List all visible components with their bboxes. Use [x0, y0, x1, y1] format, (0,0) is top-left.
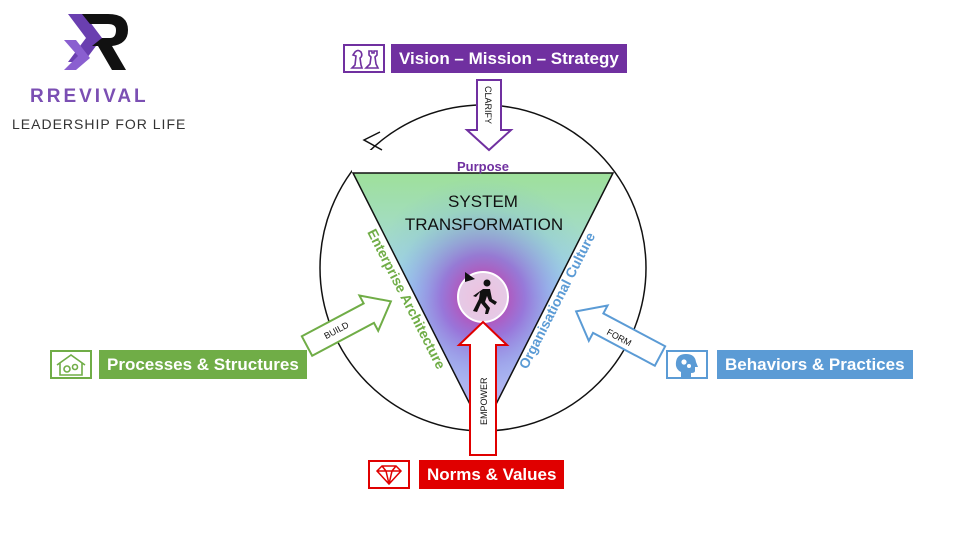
logo-tagline: LEADERSHIP FOR LIFE [12, 116, 187, 132]
build-arrow [300, 294, 393, 358]
left-icon-box [50, 350, 92, 379]
head-gears-icon [675, 353, 698, 377]
house-gears-icon [56, 353, 86, 376]
empower-label: EMPOWER [479, 377, 489, 425]
empower-arrow [456, 320, 510, 456]
logo-mark [64, 14, 128, 70]
norms-values-box: Norms & Values [419, 460, 565, 489]
vision-mission-strategy-box: Vision – Mission – Strategy [391, 44, 627, 73]
walking-person-icon [473, 279, 497, 314]
form-arrow [574, 304, 667, 368]
norms-values-label: Norms & Values [427, 464, 557, 484]
diamond-icon [375, 464, 403, 485]
bottom-icon-box [368, 460, 410, 489]
processes-structures-label: Processes & Structures [107, 354, 299, 374]
clarify-label: CLARIFY [483, 86, 493, 124]
purpose-label: Purpose [457, 159, 509, 174]
behaviors-practices-box: Behaviors & Practices [717, 350, 913, 379]
top-icon-box [343, 44, 385, 73]
vision-mission-strategy-label: Vision – Mission – Strategy [399, 48, 619, 68]
center-title-line2: TRANSFORMATION [405, 215, 563, 234]
logo-wordmark: RREVIVAL [30, 86, 149, 107]
cursor-icon [465, 272, 475, 282]
behaviors-practices-label: Behaviors & Practices [725, 354, 905, 374]
right-icon-box [666, 350, 708, 379]
processes-structures-box: Processes & Structures [99, 350, 307, 379]
clarify-arrow [464, 79, 514, 152]
chess-icon [350, 49, 380, 69]
center-title-line1: SYSTEM [448, 192, 518, 211]
